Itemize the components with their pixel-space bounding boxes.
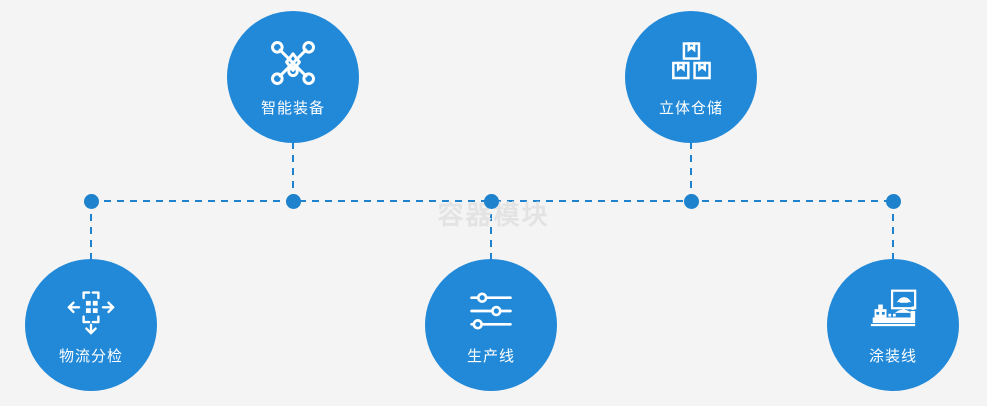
network-nodes-icon (265, 37, 321, 89)
stacked-boxes-icon (663, 37, 719, 89)
node-logistics-sorting[interactable]: 物流分检 (25, 259, 157, 391)
junction-dot-3 (483, 193, 499, 209)
junction-dot-2 (285, 193, 301, 209)
node-production-line[interactable]: 生产线 (425, 259, 557, 391)
node-label: 智能装备 (260, 99, 325, 117)
node-painting-line[interactable]: 涂装线 (827, 259, 959, 391)
node-intelligent-equipment[interactable]: 智能装备 (227, 11, 359, 143)
sliders-icon (463, 285, 519, 337)
paint-booth-icon (865, 285, 921, 337)
node-label: 生产线 (466, 347, 515, 365)
node-label: 立体仓储 (658, 99, 723, 117)
junction-dot-5 (885, 193, 901, 209)
node-stereoscopic-warehouse[interactable]: 立体仓储 (625, 11, 757, 143)
junction-dot-1 (83, 193, 99, 209)
sorting-arrows-icon (63, 285, 119, 337)
node-label: 涂装线 (868, 347, 917, 365)
node-label: 物流分检 (58, 347, 123, 365)
junction-dot-4 (683, 193, 699, 209)
